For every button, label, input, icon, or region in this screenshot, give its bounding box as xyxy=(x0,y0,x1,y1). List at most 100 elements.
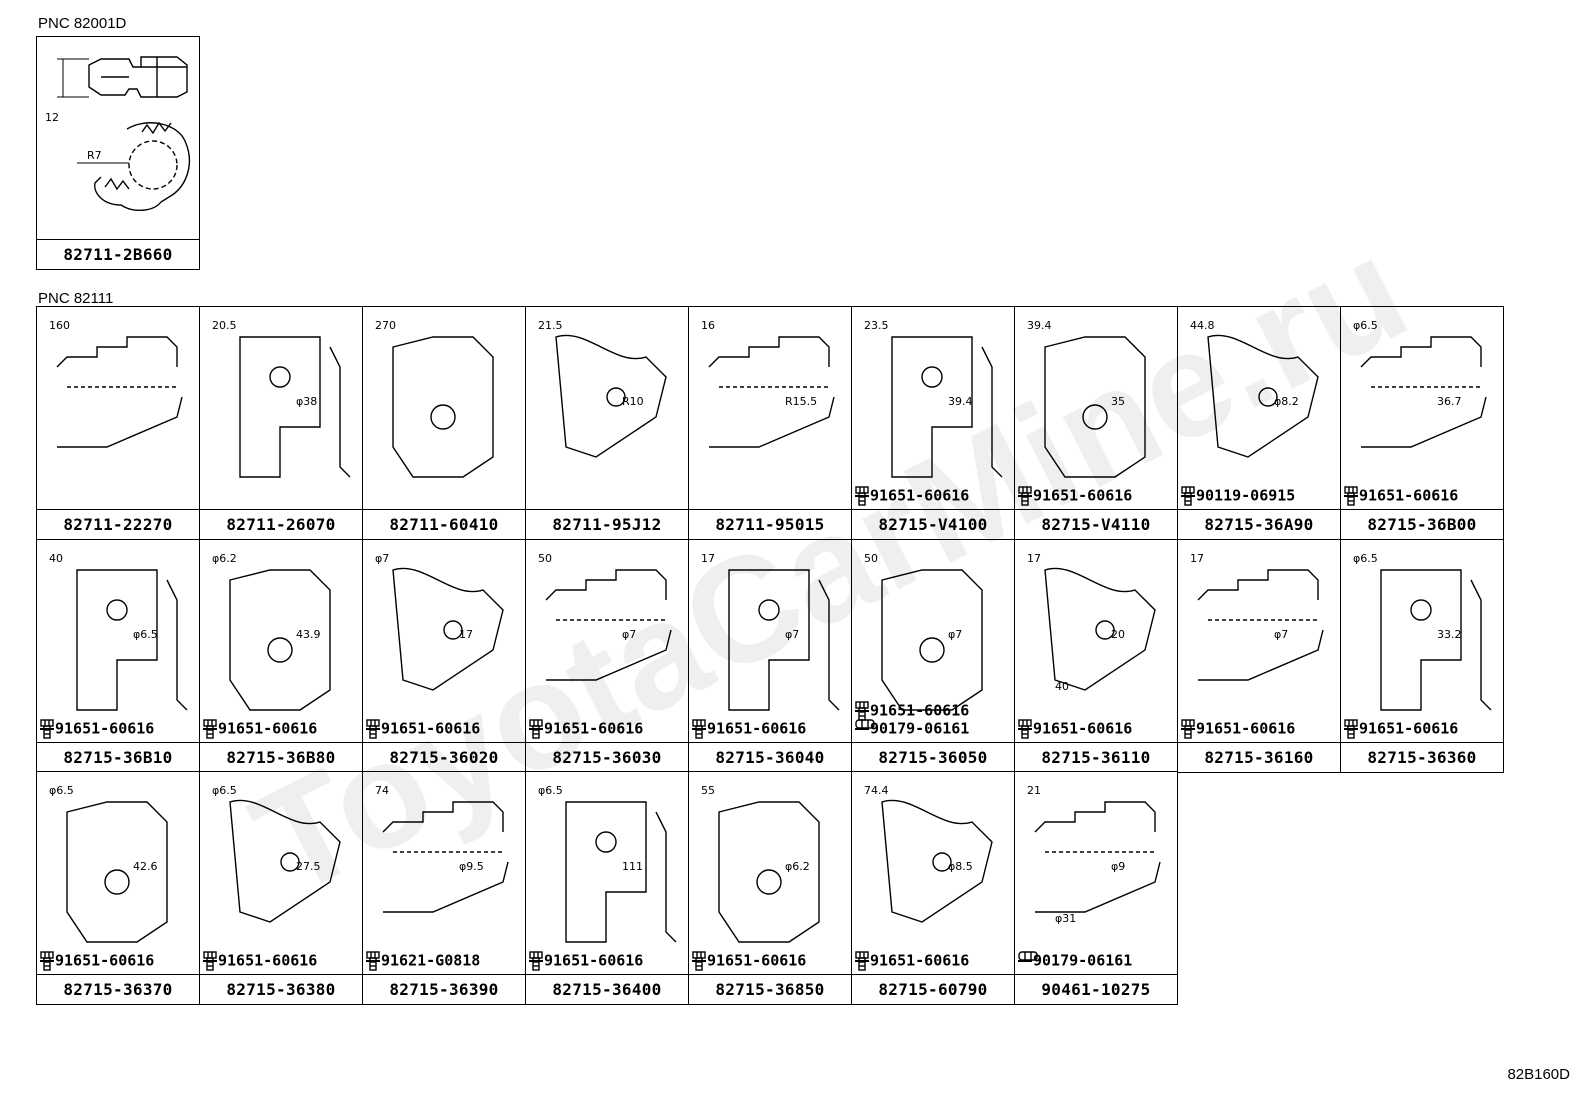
part-number: 82715-36030 xyxy=(526,742,688,772)
dim-label: 74 xyxy=(375,784,389,797)
fastener-number: 91651-60616 xyxy=(55,951,155,970)
part-drawing: 44.8 φ8.2 xyxy=(1190,319,1319,458)
dim-label: 35 xyxy=(1111,395,1125,408)
part-number: 82715-36B10 xyxy=(37,742,199,772)
bolt-icon xyxy=(1181,719,1195,739)
part-drawing: 39.435 xyxy=(1027,319,1146,478)
part-drawing: 270 xyxy=(375,319,494,478)
dim-label: φ6.5 xyxy=(212,784,237,797)
bolt-callout: 91651-60616 xyxy=(1344,719,1501,739)
dim-label: φ6.2 xyxy=(212,552,237,565)
bolt-icon xyxy=(366,719,380,739)
dim-label: φ6.5 xyxy=(538,784,563,797)
part-drawing: φ6.536.7 xyxy=(1353,319,1487,448)
dim-label: 21 xyxy=(1027,784,1041,797)
bolt-icon xyxy=(40,951,54,971)
pnc-label-main: PNC 82111 xyxy=(38,290,114,307)
nut-icon xyxy=(855,719,875,729)
part-cell[interactable]: 44.8 φ8.2 90119-06915 82715-36A90 xyxy=(1177,306,1341,540)
fastener-number: 91651-60616 xyxy=(1033,486,1133,505)
dim-label: φ8.2 xyxy=(1274,395,1299,408)
dim-label: 270 xyxy=(375,319,396,332)
bolt-callout: 91651-60616 xyxy=(1018,719,1175,739)
part-drawing: 160 xyxy=(49,319,183,448)
dim-label: φ6.5 xyxy=(133,628,158,641)
bolt-callout: 90119-06915 xyxy=(1181,486,1338,506)
dim-label: 21.5 xyxy=(538,319,563,332)
fastener-number: 91651-60616 xyxy=(1359,486,1459,505)
nut-callout: 90179-06161 xyxy=(855,719,1012,739)
dim-label: 43.9 xyxy=(296,628,321,641)
dim-label: φ6.5 xyxy=(1353,319,1378,332)
bolt-callout: 91651-60616 xyxy=(692,719,849,739)
bolt-callout: 91651-60616 xyxy=(203,719,360,739)
part-number: 82715-36020 xyxy=(363,742,525,772)
bolt-callout: 91651-60616 xyxy=(855,951,1012,971)
part-cell[interactable]: 160 82711-22270 xyxy=(36,306,200,540)
part-number: 82715-36850 xyxy=(689,974,851,1004)
part-number: 82715-36360 xyxy=(1341,742,1503,772)
bolt-icon xyxy=(1018,719,1032,739)
part-number: 82715-36A90 xyxy=(1178,509,1340,539)
fastener-number: 91651-60616 xyxy=(1033,719,1133,738)
part-drawing: 40 φ6.5 xyxy=(49,552,188,711)
bolt-icon xyxy=(855,951,869,971)
part-number: 82715-36400 xyxy=(526,974,688,1004)
part-number: 82715-36B00 xyxy=(1341,509,1503,539)
part-number: 82711-26070 xyxy=(200,509,362,539)
dim-label: φ6.5 xyxy=(1353,552,1378,565)
part-number: 82715-36380 xyxy=(200,974,362,1004)
dim-label: R10 xyxy=(622,395,644,408)
dim-label: 40 xyxy=(49,552,63,565)
bolt-callout: 91651-60616 xyxy=(203,951,360,971)
fastener-number: 91621-G0818 xyxy=(381,951,481,970)
dim-label: 17 xyxy=(701,552,715,565)
part-drawing: 23.539.4 xyxy=(864,319,1003,478)
part-cell[interactable]: 40 φ6.5 91651-60616 82715-36B10 xyxy=(36,539,200,773)
bolt-callout: 91651-60616 xyxy=(855,701,1012,721)
bolt-icon xyxy=(692,951,706,971)
dim-label: 17 xyxy=(459,628,473,641)
dim-label: 44.8 xyxy=(1190,319,1215,332)
fastener-number: 91651-60616 xyxy=(1359,719,1459,738)
part-number: 82715-36110 xyxy=(1015,742,1177,772)
fastener-number: 91651-60616 xyxy=(544,951,644,970)
fastener-number: 90119-06915 xyxy=(1196,486,1296,505)
dim-label: φ7 xyxy=(948,628,962,641)
part-number: 82711-22270 xyxy=(37,509,199,539)
bolt-callout: 91651-60616 xyxy=(1344,486,1501,506)
dim-label: φ7 xyxy=(375,552,389,565)
part-cell-top[interactable]: 12 R7 82711-2B660 xyxy=(36,36,200,270)
bolt-icon xyxy=(529,951,543,971)
fastener-number: 91651-60616 xyxy=(55,719,155,738)
